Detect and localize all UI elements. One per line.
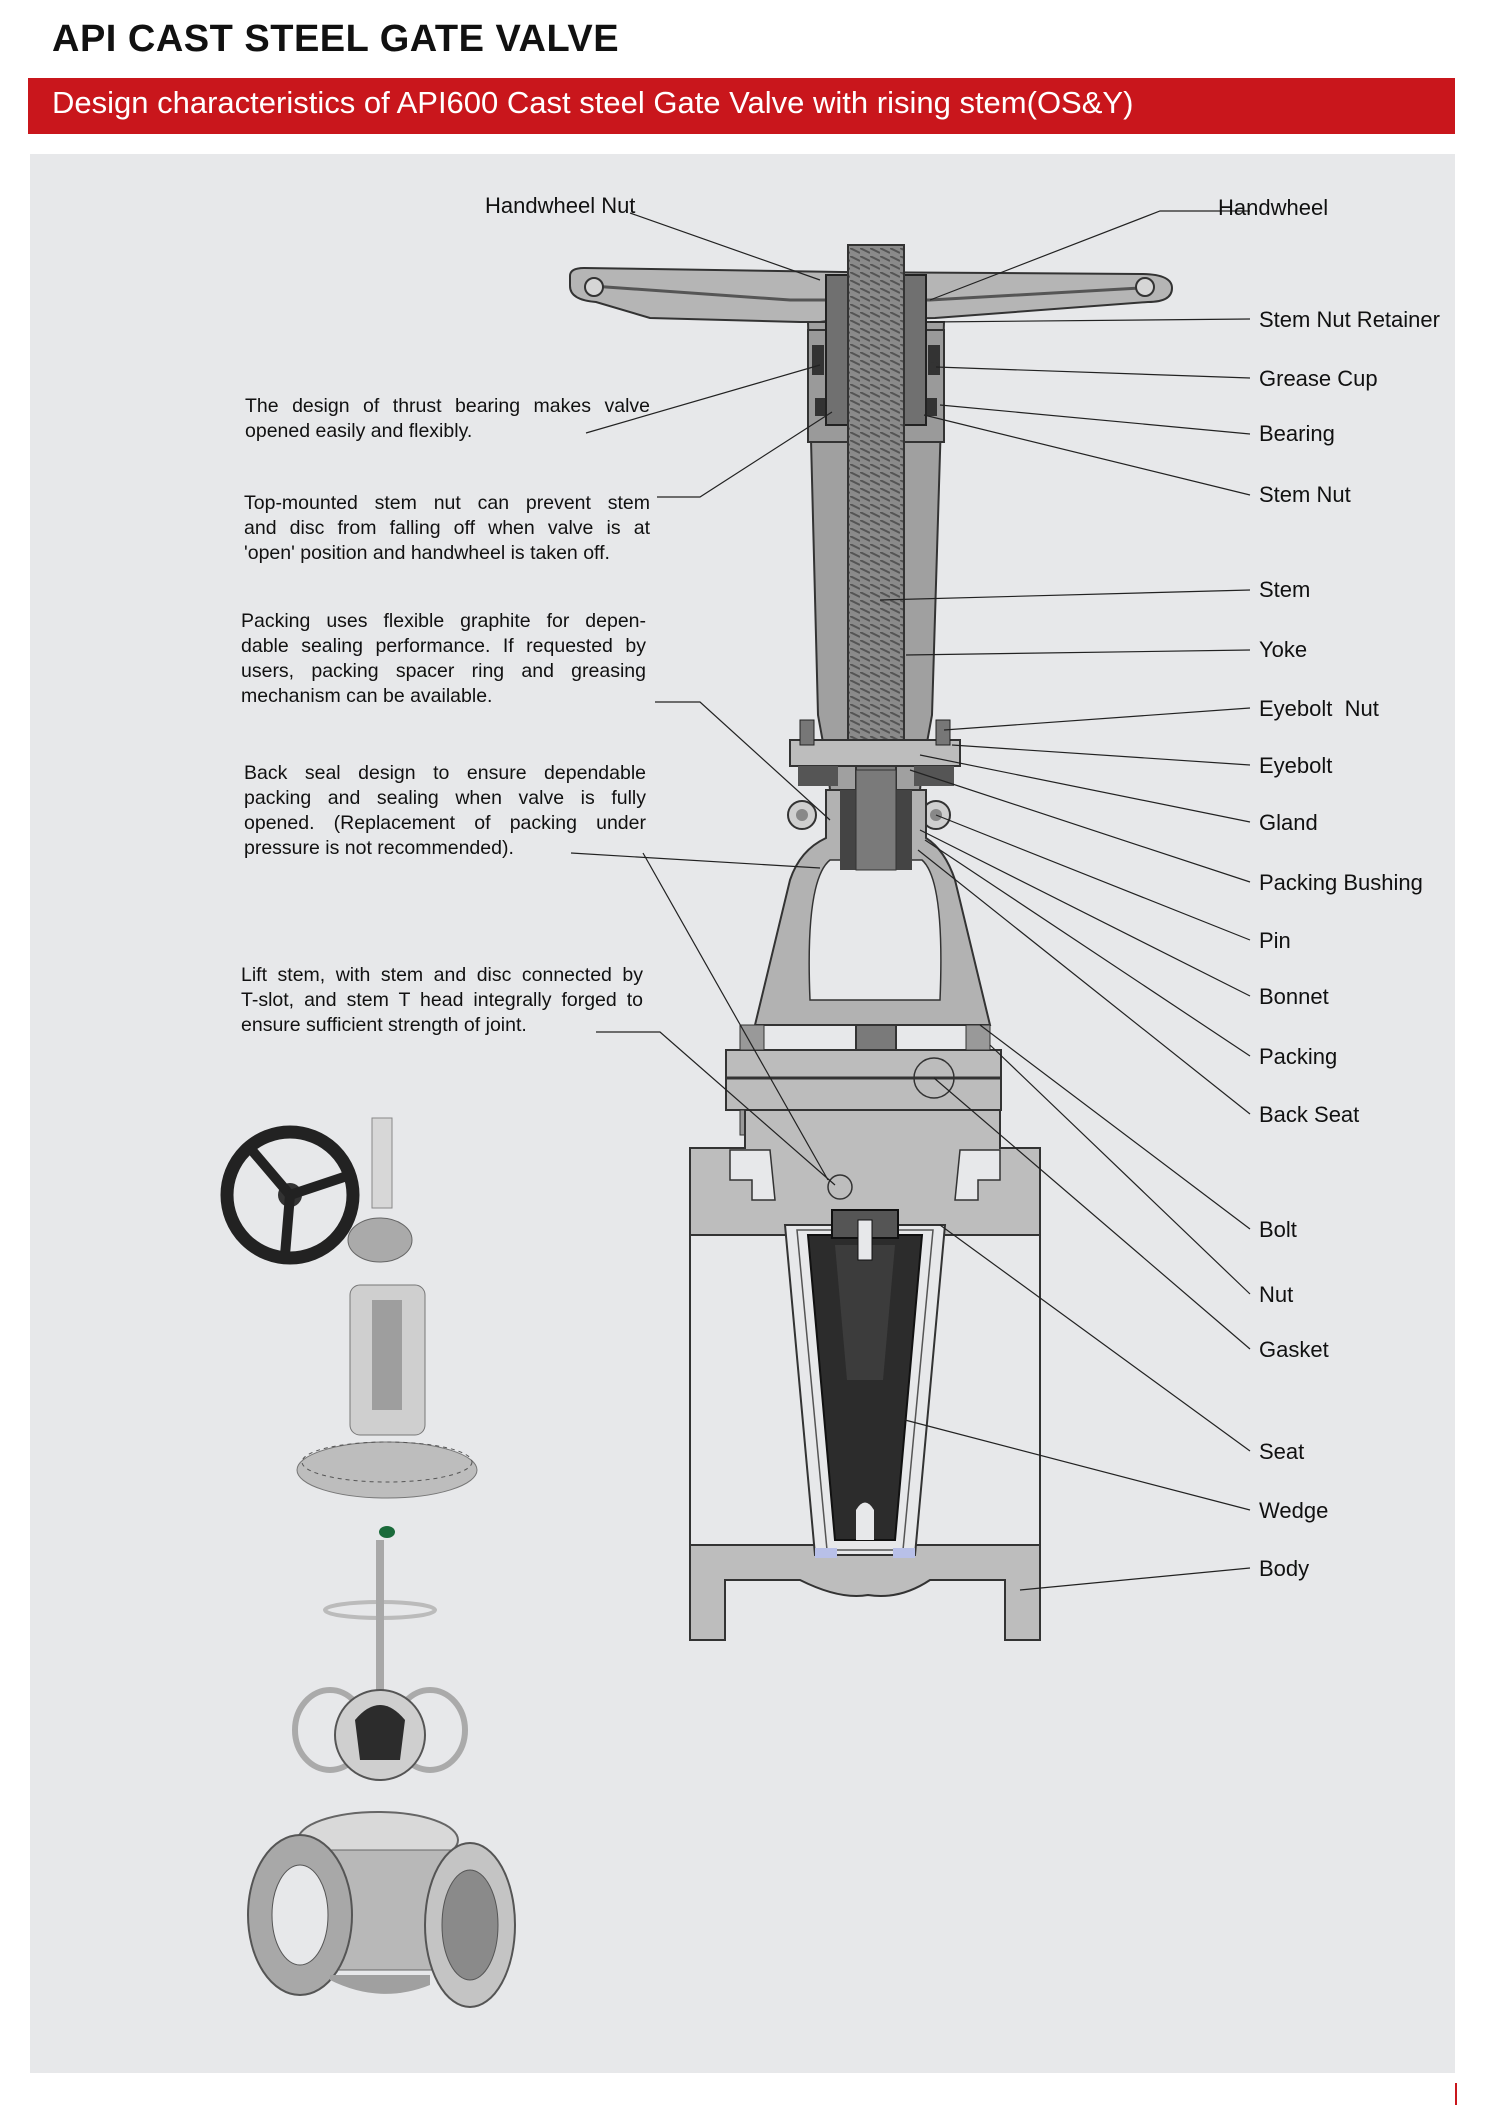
desc-line: pressure is not recommended). — [244, 837, 514, 859]
desc-line: mechanism can be available. — [241, 685, 493, 707]
label-stem-nut: Stem Nut — [1259, 482, 1351, 507]
desc-thrust-bearing: The design of thrust bearing makes valve… — [245, 394, 650, 444]
leader-lines-right — [879, 210, 1251, 1591]
label-wedge: Wedge — [1259, 1498, 1328, 1523]
subtitle-text: Design characteristics of API600 Cast st… — [52, 85, 1134, 120]
label-yoke: Yoke — [1259, 637, 1307, 662]
stem-nut-shape — [825, 274, 927, 426]
label-packing-bushing: Packing Bushing — [1259, 870, 1423, 895]
desc-line: Packing uses flexible graphite for depen… — [241, 610, 646, 632]
desc-line: users, packing spacer ring and greasing — [241, 660, 646, 682]
desc-line: T-slot, and stem T head integrally forge… — [241, 989, 643, 1011]
desc-line: Lift stem, with stem and disc connected … — [241, 964, 643, 986]
desc-line: Top-mounted stem nut can prevent stem — [244, 492, 650, 514]
label-bonnet: Bonnet — [1259, 984, 1329, 1009]
label-handwheel-nut: Handwheel Nut — [485, 193, 635, 218]
label-gasket: Gasket — [1259, 1337, 1329, 1362]
desc-line: packing and sealing when valve is fully — [244, 787, 646, 809]
label-seat: Seat — [1259, 1439, 1304, 1464]
desc-lift-stem: Lift stem, with stem and disc connected … — [241, 963, 643, 1038]
label-gland: Gland — [1259, 810, 1318, 835]
wedge-shape — [783, 1174, 947, 1558]
label-bearing: Bearing — [1259, 421, 1335, 446]
label-pin: Pin — [1259, 928, 1291, 953]
label-packing: Packing — [1259, 1044, 1337, 1069]
exploded-view-illustration — [220, 1117, 516, 2008]
label-eyebolt: Eyebolt — [1259, 753, 1332, 778]
desc-stem-nut: Top-mounted stem nut can prevent stem an… — [244, 491, 650, 566]
label-nut: Nut — [1259, 1282, 1293, 1307]
label-back-seat: Back Seat — [1259, 1102, 1359, 1127]
desc-line: and disc from falling off when valve is … — [244, 517, 650, 539]
label-body: Body — [1259, 1556, 1309, 1581]
label-eyebolt-nut: Eyebolt Nut — [1259, 696, 1379, 721]
page-edge-marker — [1455, 2083, 1457, 2105]
desc-line: Back seal design to ensure dependable — [244, 762, 646, 784]
desc-line: ensure sufficient strength of joint. — [241, 1014, 527, 1036]
label-grease-cup: Grease Cup — [1259, 366, 1378, 391]
subtitle-banner: Design characteristics of API600 Cast st… — [28, 78, 1455, 134]
label-handwheel: Handwheel — [1218, 195, 1328, 220]
label-stem: Stem — [1259, 577, 1310, 602]
label-bolt: Bolt — [1259, 1217, 1297, 1242]
label-stem-nut-retainer: Stem Nut Retainer — [1259, 307, 1440, 332]
desc-line: dable sealing performance. If requested … — [241, 635, 646, 657]
part-labels: Handwheel Nut Handwheel Stem Nut Retaine… — [485, 193, 1440, 1581]
leader-lines-left — [570, 212, 836, 1186]
desc-packing: Packing uses flexible graphite for depen… — [241, 609, 646, 709]
page-title: API CAST STEEL GATE VALVE — [52, 18, 620, 60]
desc-line: 'open' position and handwheel is taken o… — [244, 542, 610, 564]
desc-line: opened easily and flexibly. — [245, 420, 473, 442]
desc-back-seal: Back seal design to ensure dependable pa… — [244, 761, 646, 861]
bonnet-flange-shape — [725, 1024, 1002, 1136]
desc-line: The design of thrust bearing makes valve — [245, 395, 650, 417]
desc-line: opened. (Replacement of packing under — [244, 812, 646, 834]
bonnet-shape — [753, 769, 992, 1026]
